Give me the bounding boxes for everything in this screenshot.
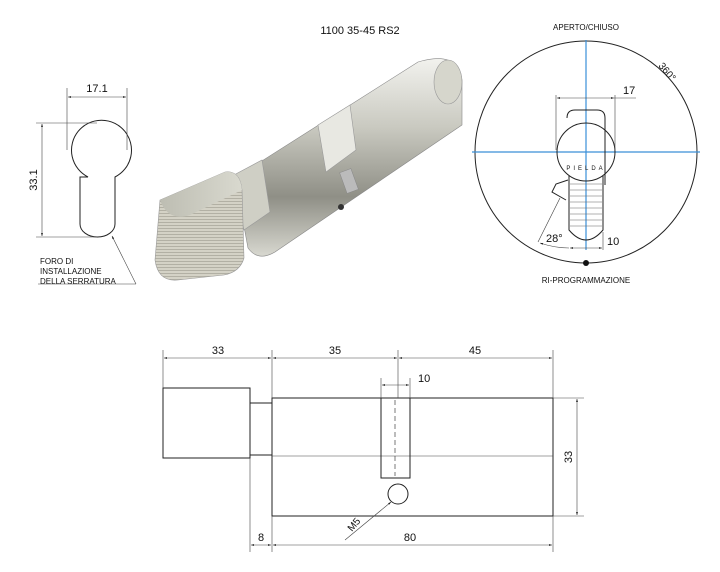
angle-28-label: 28°: [546, 233, 563, 245]
drawing-title: 1100 35-45 RS2: [320, 25, 399, 37]
thread-label: M5: [346, 516, 364, 534]
keyhole-width-dim: 17.1: [86, 83, 107, 95]
angle-360-label: 360°: [656, 61, 678, 84]
keyhole-outline: [71, 119, 132, 238]
knob-width-dim: 10: [607, 236, 619, 248]
outer-length-dim: 45: [469, 345, 481, 357]
thumbturn-knob: [162, 387, 251, 459]
collar: [249, 402, 273, 456]
screw-hole: [387, 483, 409, 505]
inner-length-dim: 35: [329, 345, 341, 357]
logo-text: PIELDA: [566, 166, 605, 172]
rotation-view: APERTO/CHIUSO RI-PROGRAMMAZIONE 360° PIE…: [472, 23, 700, 285]
keyhole-profile: 17.1 33.1 FORO DI INSTALLAZIONE DELLA SE…: [28, 83, 137, 286]
cylinder-body: [271, 397, 554, 517]
reprogramming-label: RI-PROGRAMMAZIONE: [542, 276, 630, 285]
keyhole-height-dim: 33.1: [28, 169, 40, 190]
keyhole-label-line: DELLA SERRATURA: [40, 277, 117, 286]
open-close-label: APERTO/CHIUSO: [553, 23, 619, 32]
total-length-dim: 80: [404, 532, 416, 544]
collar-dim: 8: [258, 532, 264, 544]
body-height-dim: 33: [563, 451, 575, 463]
cam: [380, 397, 411, 479]
rotation-width-dim: 17: [623, 85, 635, 97]
keyhole-label-line: FORO DI: [40, 257, 73, 266]
cam-width-dim: 10: [418, 373, 430, 385]
knob-length-dim: 33: [212, 345, 224, 357]
side-view: 33 35 45 10 33 8 80 M5: [162, 345, 584, 552]
cylinder-3d-render: [154, 58, 463, 281]
keyhole-label-line: INSTALLAZIONE: [40, 267, 102, 276]
